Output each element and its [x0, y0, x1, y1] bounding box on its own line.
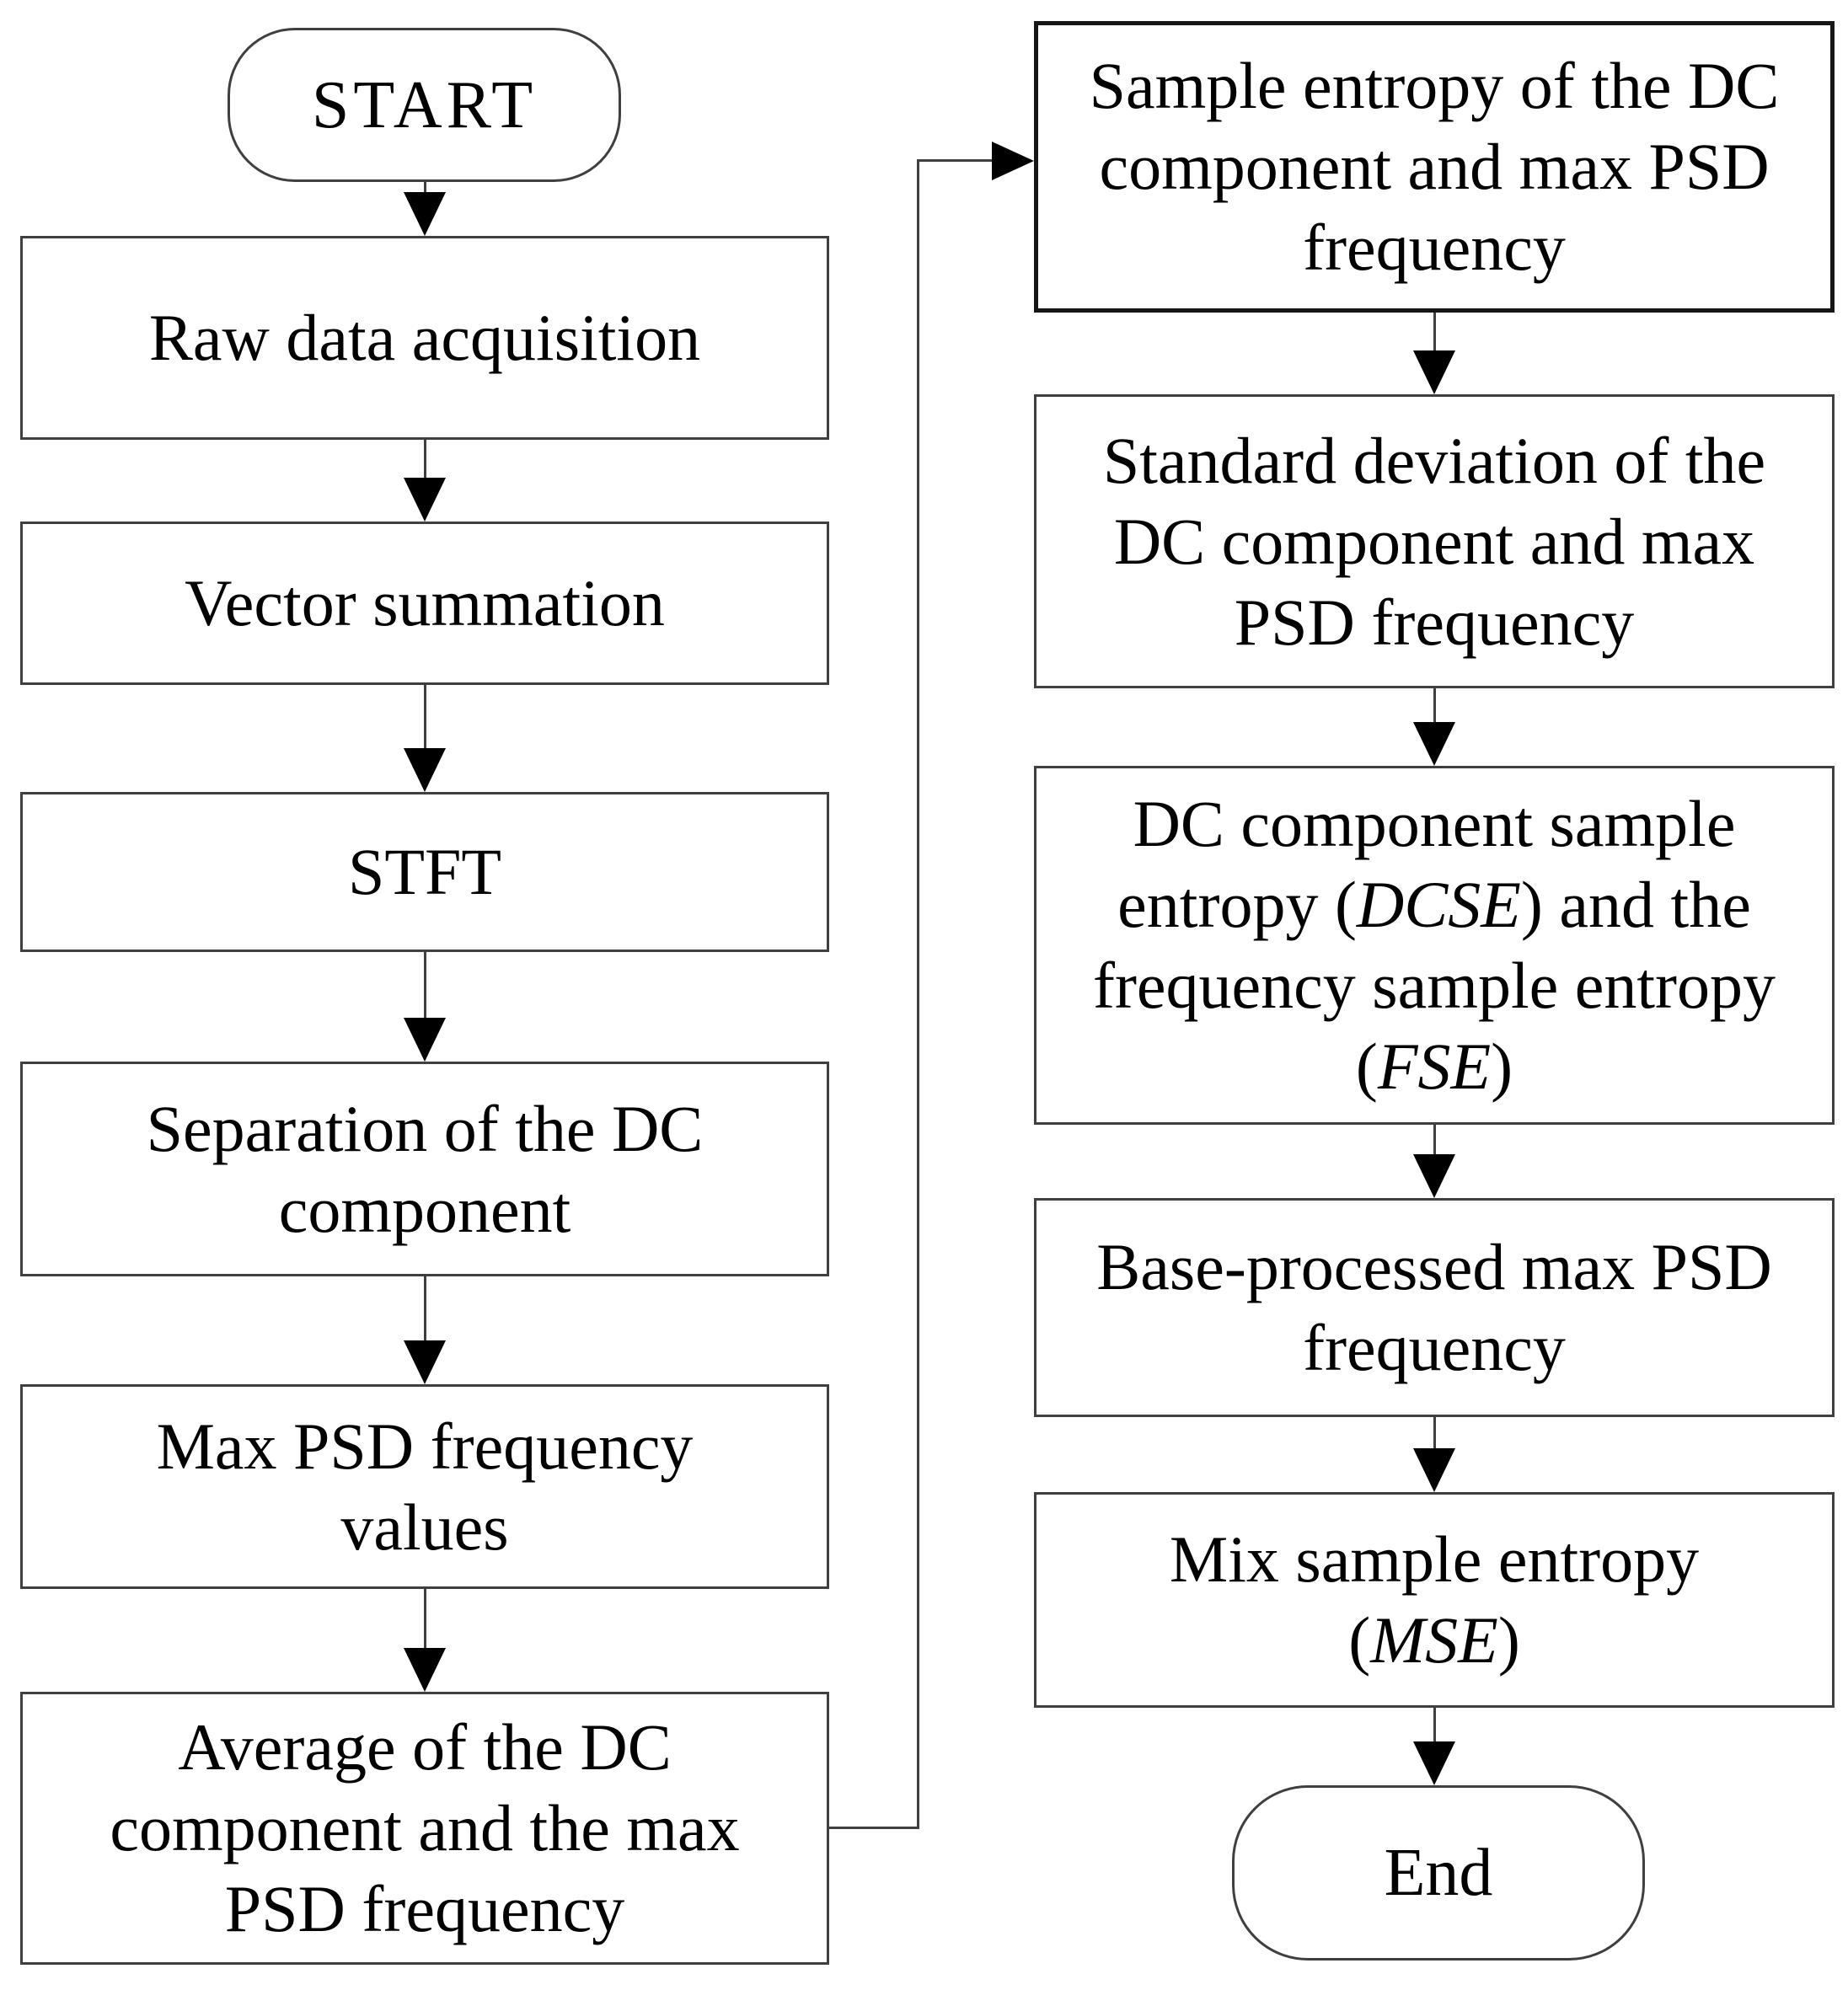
arrow-shaft: [423, 440, 426, 479]
arrow-shaft: [423, 182, 426, 194]
process-label: STFT: [347, 835, 502, 908]
process-vector-summation: Vector summation: [20, 522, 829, 685]
arrowhead-down-icon: [1413, 1154, 1455, 1198]
arrowhead-down-icon: [404, 748, 446, 792]
arrow-base-to-mse: [1412, 1417, 1456, 1492]
process-label: Standard deviation of the DC component a…: [1102, 423, 1766, 659]
arrowhead-down-icon: [404, 1648, 446, 1692]
arrow-dcse-to-base: [1412, 1125, 1456, 1198]
end-label: End: [1384, 1836, 1493, 1910]
process-label: Vector summation: [185, 566, 665, 639]
process-max-psd-frequency-values: Max PSD frequency values: [20, 1384, 829, 1589]
mse-abbrev: MSE: [1370, 1603, 1498, 1677]
arrowhead-down-icon: [404, 478, 446, 522]
arrow-shaft: [423, 1589, 426, 1650]
arrowhead-down-icon: [1413, 1741, 1455, 1785]
arrow-start-to-raw: [403, 182, 447, 236]
fse-abbrev: FSE: [1377, 1030, 1492, 1103]
arrow-separation-to-maxpsd: [403, 1276, 447, 1384]
connector-elbow-vertical-segment: [917, 159, 919, 1829]
terminator-start: START: [228, 28, 621, 182]
terminator-end: End: [1232, 1785, 1645, 1961]
arrowhead-down-icon: [1413, 1448, 1455, 1492]
connector-elbow-bottom-segment: [829, 1827, 919, 1829]
process-average-dc-max-psd: Average of the DC component and the max …: [20, 1692, 829, 1965]
arrow-shaft: [1433, 313, 1436, 352]
process-base-processed-max-psd: Base-processed max PSD frequency: [1034, 1198, 1835, 1417]
process-mix-sample-entropy: Mix sample entropy (MSE): [1034, 1492, 1835, 1708]
process-dcse-fse: DC component sample entropy (DCSE) and t…: [1034, 766, 1835, 1125]
arrow-shaft: [423, 685, 426, 750]
arrowhead-down-icon: [404, 1340, 446, 1384]
arrow-shaft: [1433, 688, 1436, 724]
connector-elbow-top-segment: [917, 159, 994, 162]
arrow-raw-to-vector: [403, 440, 447, 522]
process-separation-dc-component: Separation of the DC component: [20, 1062, 829, 1276]
arrow-shaft: [423, 952, 426, 1019]
arrow-sampen-to-stddev: [1412, 313, 1456, 394]
arrow-mse-to-end: [1412, 1708, 1456, 1785]
arrowhead-down-icon: [1413, 350, 1455, 394]
arrow-vector-to-stft: [403, 685, 447, 792]
process-label: Average of the DC component and the max …: [110, 1710, 740, 1945]
arrowhead-down-icon: [404, 1018, 446, 1062]
process-std-deviation-dc-max-psd: Standard deviation of the DC component a…: [1034, 394, 1835, 688]
arrow-shaft: [1433, 1125, 1436, 1156]
arrow-shaft: [423, 1276, 426, 1342]
arrowhead-right-icon: [992, 141, 1034, 180]
process-label: Base-processed max PSD frequency: [1096, 1230, 1772, 1384]
arrow-shaft: [1433, 1417, 1436, 1450]
process-label: Sample entropy of the DC component and m…: [1089, 49, 1780, 284]
process-label: Max PSD frequency values: [156, 1409, 694, 1564]
arrow-stddev-to-dcse: [1412, 688, 1456, 766]
process-label: Separation of the DC component: [146, 1091, 704, 1246]
arrow-shaft: [1433, 1708, 1436, 1743]
start-label: START: [311, 67, 538, 142]
process-stft: STFT: [20, 792, 829, 952]
process-label: Raw data acquisition: [148, 301, 701, 374]
arrowhead-down-icon: [1413, 722, 1455, 766]
process-raw-data-acquisition: Raw data acquisition: [20, 236, 829, 440]
process-label: Mix sample entropy (MSE): [1169, 1522, 1700, 1677]
arrow-stft-to-separation: [403, 952, 447, 1062]
process-sample-entropy-dc-max-psd: Sample entropy of the DC component and m…: [1034, 21, 1835, 313]
arrowhead-down-icon: [404, 192, 446, 236]
dcse-abbrev: DCSE: [1356, 868, 1521, 941]
arrow-maxpsd-to-average: [403, 1589, 447, 1692]
process-label: DC component sample entropy (DCSE) and t…: [1092, 787, 1776, 1103]
